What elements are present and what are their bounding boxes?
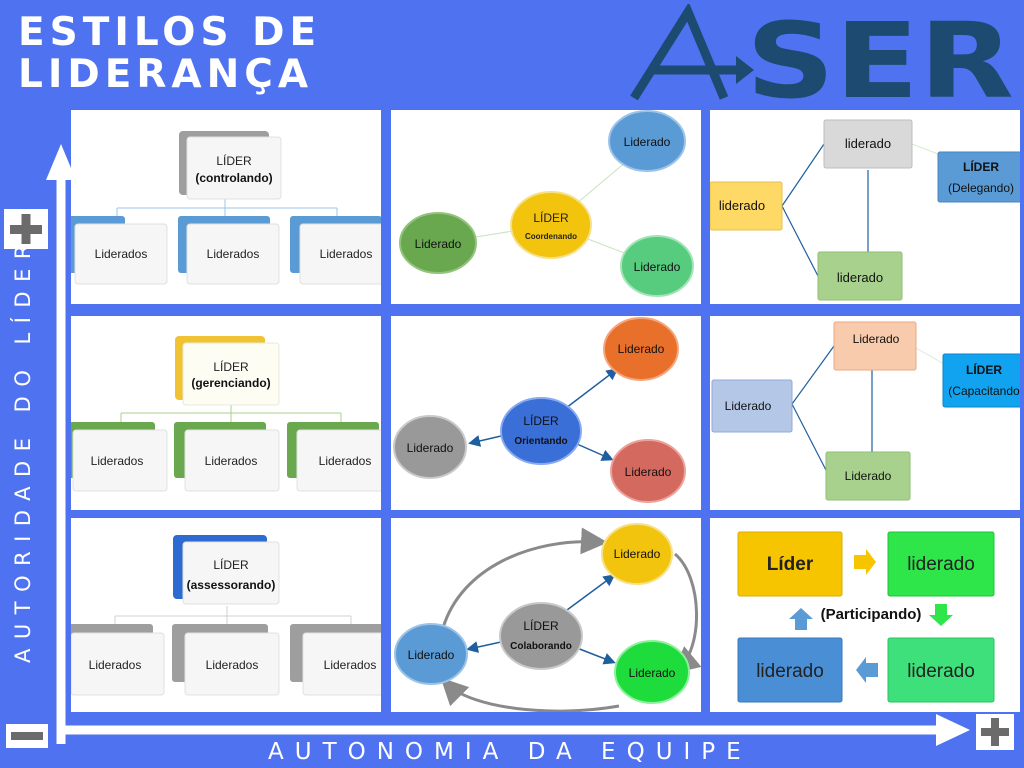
arrow-up-icon bbox=[789, 608, 813, 630]
collaborating-follower-bottom: Liderado bbox=[629, 666, 676, 680]
x-axis-label: AUTONOMIA DA EQUIPE bbox=[268, 739, 752, 765]
participating-follower-top-right: liderado bbox=[907, 554, 975, 575]
enabling-leader-label: LÍDER bbox=[966, 362, 1002, 377]
orienting-follower-bottom: Liderado bbox=[625, 465, 672, 479]
enabling-style-label: (Capacitando bbox=[948, 384, 1020, 398]
plus-icon-right bbox=[976, 714, 1014, 750]
collaborating-follower-left: Liderado bbox=[408, 648, 455, 662]
managing-follower-2: Liderados bbox=[205, 454, 258, 468]
controlling-leader-label: LÍDER bbox=[216, 153, 252, 168]
panel-controlling: LÍDER (controlando) Liderados Liderados … bbox=[71, 110, 381, 304]
enabling-follower-bottom: Liderado bbox=[845, 469, 892, 483]
panel-delegating: liderado liderado liderado LÍDER (Delega… bbox=[710, 110, 1020, 304]
advising-follower-3: Liderados bbox=[324, 658, 377, 672]
advising-follower-1: Liderados bbox=[89, 658, 142, 672]
delegating-leader-label: LÍDER bbox=[963, 159, 999, 174]
panel-participating: Líder liderado liderado liderado (Partic… bbox=[710, 518, 1020, 712]
controlling-follower-2: Liderados bbox=[207, 247, 260, 261]
controlling-style-label: (controlando) bbox=[195, 171, 272, 185]
advising-style-label: (assessorando) bbox=[187, 578, 276, 592]
page-title-line-2: LIDERANÇA bbox=[18, 52, 314, 97]
panel-advising: LÍDER (assessorando) Liderados Liderados… bbox=[71, 518, 381, 712]
delegating-follower-left: liderado bbox=[719, 198, 765, 213]
logo-arrow-icon bbox=[736, 56, 754, 84]
orienting-leader-label: LÍDER bbox=[523, 413, 559, 428]
delegating-follower-top: liderado bbox=[845, 136, 891, 151]
x-axis-arrow-icon bbox=[936, 714, 970, 746]
coordinating-follower-left: Liderado bbox=[415, 237, 462, 251]
page-title-line-1: ESTILOS DE bbox=[18, 10, 322, 55]
controlling-follower-1: Liderados bbox=[95, 247, 148, 261]
panel-enabling: Liderado Liderado Liderado LÍDER (Capaci… bbox=[710, 316, 1020, 510]
participating-style-label: (Participando) bbox=[821, 606, 922, 623]
delegating-style-label: (Delegando) bbox=[948, 181, 1014, 195]
coordinating-follower-top: Liderado bbox=[624, 135, 671, 149]
managing-follower-3: Liderados bbox=[319, 454, 372, 468]
y-axis-label: AUTORIDADE DO LÍDER bbox=[11, 235, 35, 663]
coordinating-leader-label: LÍDER bbox=[533, 210, 569, 225]
collaborating-follower-top: Liderado bbox=[614, 547, 661, 561]
logo-text: SER bbox=[746, 4, 1014, 104]
panel-orienting: Liderado Liderado Liderado LÍDER Orienta… bbox=[391, 316, 701, 510]
aser-logo: SER bbox=[630, 4, 1014, 104]
managing-leader-label: LÍDER bbox=[213, 359, 249, 374]
enabling-follower-left: Liderado bbox=[725, 399, 772, 413]
panel-coordinating: Liderado Liderado Liderado LÍDER Coorden… bbox=[391, 110, 701, 304]
arrow-right-icon bbox=[854, 549, 876, 575]
plus-icon-top bbox=[4, 209, 48, 249]
managing-style-label: (gerenciando) bbox=[191, 376, 270, 390]
arrow-down-icon bbox=[929, 604, 953, 626]
arrow-left-icon bbox=[856, 657, 878, 683]
advising-follower-2: Liderados bbox=[206, 658, 259, 672]
minus-icon bbox=[6, 724, 48, 748]
managing-follower-1: Liderados bbox=[91, 454, 144, 468]
panel-collaborating: Liderado Liderado Liderado LÍDER Colabor… bbox=[391, 518, 701, 712]
delegating-follower-bottom: liderado bbox=[837, 270, 883, 285]
orienting-follower-left: Liderado bbox=[407, 441, 454, 455]
participating-leader-label: Líder bbox=[767, 554, 814, 575]
coordinating-follower-bottom: Liderado bbox=[634, 260, 681, 274]
controlling-follower-3: Liderados bbox=[320, 247, 373, 261]
y-axis-arrow-icon bbox=[46, 144, 76, 180]
collaborating-leader-label: LÍDER bbox=[523, 618, 559, 633]
coordinating-style-label: Coordenando bbox=[525, 232, 577, 241]
collaborating-style-label: Colaborando bbox=[510, 641, 572, 652]
page-title: ESTILOS DE LIDERANÇA bbox=[18, 12, 321, 96]
advising-leader-label: LÍDER bbox=[213, 557, 249, 572]
participating-follower-bottom-right: liderado bbox=[907, 661, 975, 682]
enabling-follower-top: Liderado bbox=[853, 332, 900, 346]
participating-follower-bottom-left: liderado bbox=[756, 661, 824, 682]
panel-managing: LÍDER (gerenciando) Liderados Liderados … bbox=[71, 316, 381, 510]
orienting-follower-top: Liderado bbox=[618, 342, 665, 356]
orienting-style-label: Orientando bbox=[514, 436, 567, 447]
